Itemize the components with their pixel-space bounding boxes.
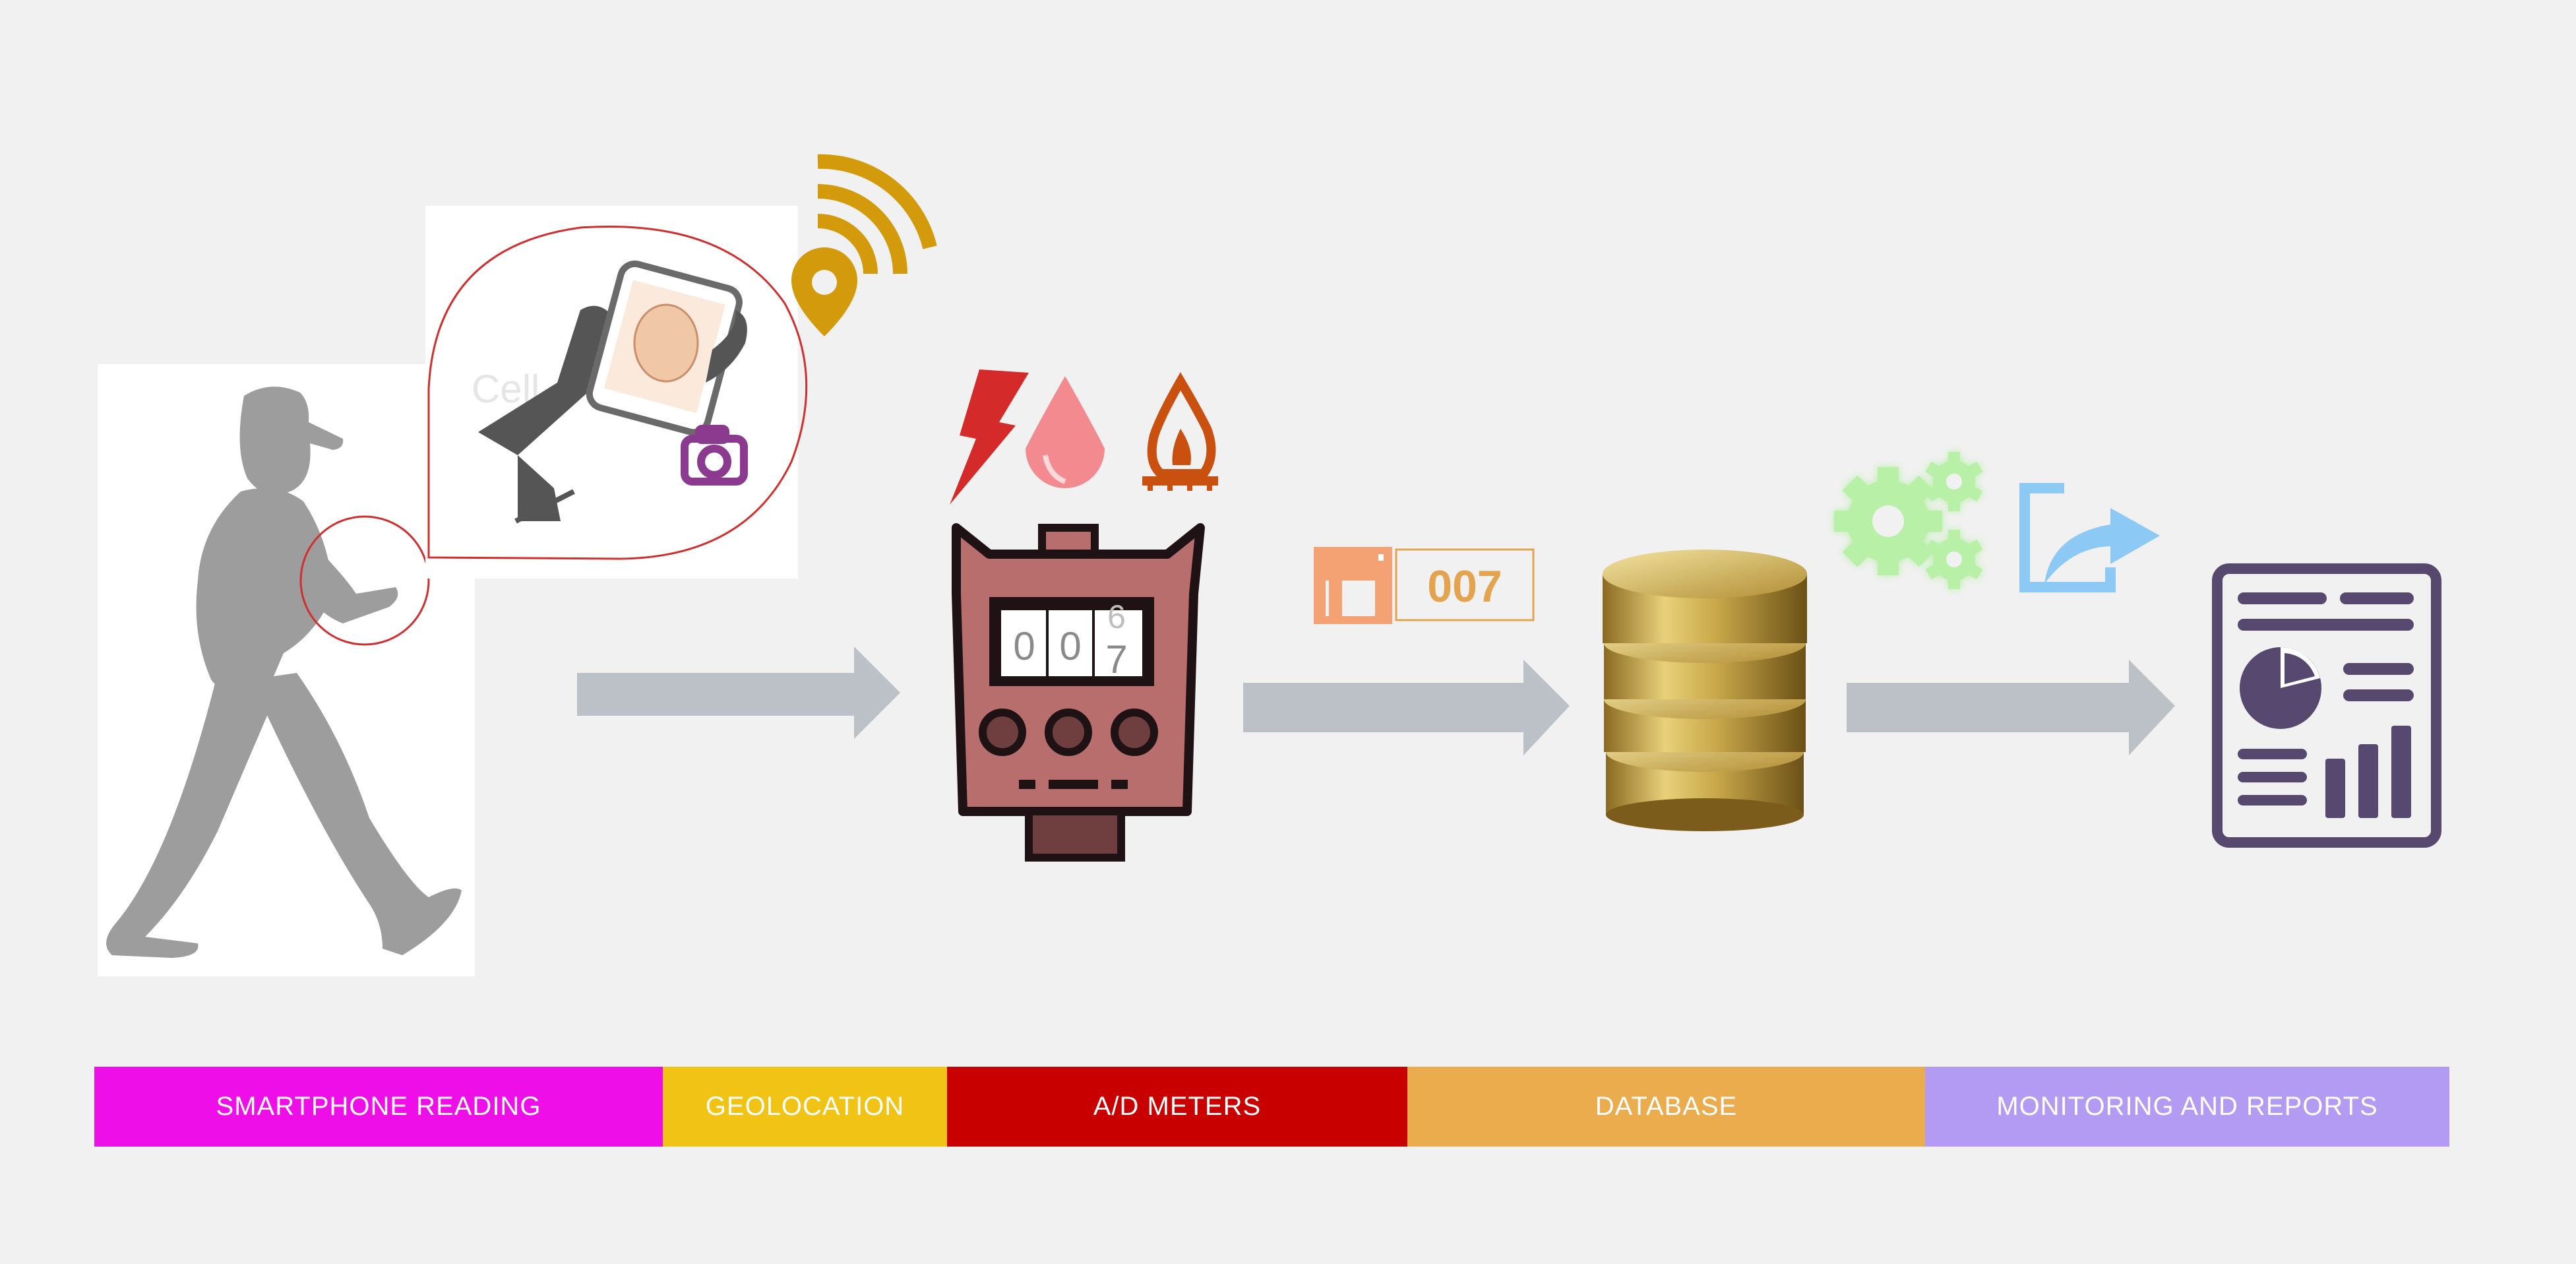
stage-label-geolocation: GEOLOCATION xyxy=(663,1067,947,1147)
callout-bubble xyxy=(427,225,808,560)
gears-icon xyxy=(1834,452,1983,589)
meter-digit-3: 7 xyxy=(1105,637,1127,681)
stage-label-database: DATABASE xyxy=(1407,1067,1925,1147)
database-icon xyxy=(1603,550,1807,831)
stage-label-monitoring-reports: MONITORING AND REPORTS xyxy=(1925,1067,2449,1147)
meter-digit-2: 0 xyxy=(1059,624,1081,668)
phone-highlight-circle xyxy=(299,515,430,646)
flow-arrow-2 xyxy=(1243,660,1570,755)
location-pin-hole xyxy=(812,270,837,295)
stage-label-smartphone-reading: SMARTPHONE READING xyxy=(94,1067,663,1147)
database-code: 007 xyxy=(1427,561,1502,612)
meter-digit-1: 0 xyxy=(1013,624,1035,668)
utility-meter-icon: 0 0 7 6 xyxy=(952,523,1205,862)
walking-person-silhouette-icon xyxy=(106,387,462,958)
code-box xyxy=(1395,548,1535,621)
meter-digit-3-rolling: 6 xyxy=(1107,598,1126,635)
gas-flame-icon xyxy=(1142,372,1218,491)
report-document-icon xyxy=(2212,563,2441,848)
water-drop-highlight xyxy=(1043,455,1066,484)
camera-icon xyxy=(681,425,748,486)
floppy-disk-icon xyxy=(1314,547,1392,624)
water-drop-icon xyxy=(1026,376,1105,488)
stage-label-meters: A/D METERS xyxy=(947,1067,1407,1147)
electricity-icon xyxy=(950,369,1029,505)
flow-arrow-1 xyxy=(577,647,900,739)
flow-arrow-3 xyxy=(1847,660,2175,755)
hand-holding-phone-icon xyxy=(478,260,747,524)
wifi-location-pin-icon xyxy=(817,154,937,274)
share-icon xyxy=(2019,483,2160,592)
